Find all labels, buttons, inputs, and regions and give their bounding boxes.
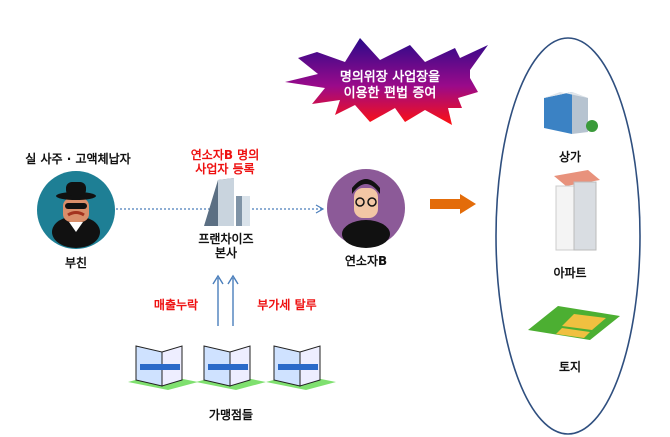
hq-note: 연소자B 명의 사업자 등록 xyxy=(185,148,265,176)
office-tower-icon xyxy=(204,178,250,226)
hq-note-line-2: 사업자 등록 xyxy=(195,162,255,176)
asset-label-apartment: 아파트 xyxy=(553,266,587,280)
asset-label-shop: 상가 xyxy=(558,150,582,164)
store-icon xyxy=(128,345,198,390)
burst-text: 명의위장 사업장을 이용한 편법 증여 xyxy=(330,70,450,102)
young-man-glasses-icon xyxy=(327,169,405,248)
commercial-building-icon xyxy=(544,92,598,134)
hq-note-line-1: 연소자B 명의 xyxy=(190,148,260,162)
store-icon xyxy=(266,345,336,390)
hq-name: 프랜차이즈 본사 xyxy=(188,232,264,260)
store-icon xyxy=(196,345,266,390)
apartment-icon xyxy=(554,170,600,251)
orange-arrow-icon xyxy=(430,194,476,214)
vat-evasion-note: 부가세 탈루 xyxy=(257,298,317,312)
father-caption: 실 사주 · 고액체납자 xyxy=(25,152,131,166)
hq-name-line-1: 프랜차이즈 xyxy=(198,232,254,246)
burst-line-2: 이용한 편법 증여 xyxy=(343,86,437,101)
minor-name: 연소자B xyxy=(344,254,388,268)
franchise-stores-label: 가맹점들 xyxy=(208,408,254,422)
man-with-hat-sunglasses-icon xyxy=(37,171,115,249)
burst-line-1: 명의위장 사업장을 xyxy=(339,70,441,85)
sales-omission-note: 매출누락 xyxy=(153,298,199,312)
hq-name-line-2: 본사 xyxy=(214,246,238,260)
asset-label-land: 토지 xyxy=(558,360,582,374)
father-name: 부친 xyxy=(64,256,88,270)
land-icon xyxy=(528,306,620,340)
